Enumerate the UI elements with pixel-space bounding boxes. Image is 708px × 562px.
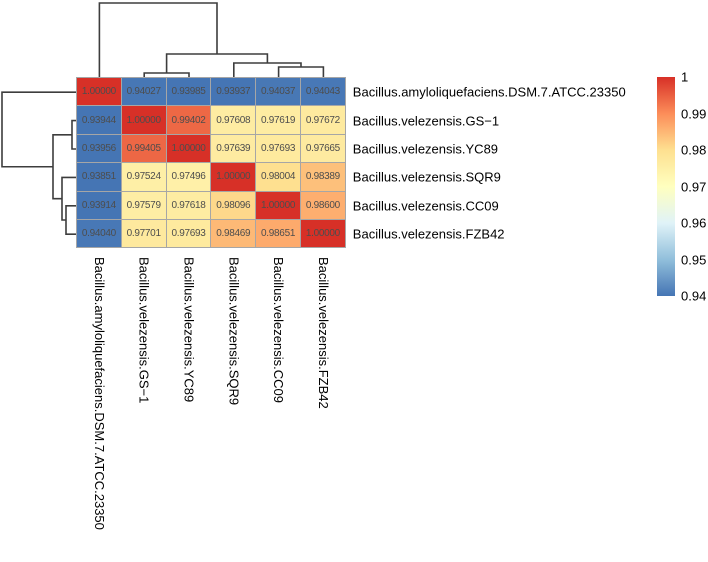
heatmap-cell: 0.94043 [300, 78, 345, 106]
col-label: Bacillus.velezensis.SQR9 [226, 257, 242, 406]
legend-tick-label: 0.96 [681, 215, 707, 231]
legend-tick-label: 0.94 [681, 288, 707, 304]
heatmap-cell: 1.00000 [121, 106, 166, 134]
heatmap-cell: 0.93944 [77, 106, 121, 134]
heatmap-cell: 0.98469 [211, 219, 256, 248]
heatmap-cell: 1.00000 [166, 134, 211, 163]
row-label: Bacillus.velezensis.YC89 [352, 141, 499, 157]
heatmap-cell: 0.97672 [300, 106, 345, 134]
dendrogram-branch [98, 2, 218, 78]
heatmap-cell: 0.93914 [77, 191, 121, 219]
heatmap-cell: 0.97524 [121, 163, 166, 191]
col-label: Bacillus.velezensis.CC09 [271, 257, 287, 404]
heatmap-cell: 0.98651 [256, 219, 300, 248]
heatmap-cell: 0.99405 [121, 134, 166, 163]
heatmap-cell: 1.00000 [300, 219, 345, 248]
heatmap-cell: 0.97496 [166, 163, 211, 191]
legend-tick-label: 0.99 [681, 106, 707, 121]
heatmap-cell: 0.97579 [121, 191, 166, 219]
legend-tick-label: 0.97 [681, 179, 707, 194]
row-label: Bacillus.amyloliquefaciens.DSM.7.ATCC.23… [352, 84, 626, 100]
heatmap-cell: 0.97665 [300, 134, 345, 163]
row-label: Bacillus.velezensis.FZB42 [352, 226, 505, 242]
dendrogram-branch [233, 62, 302, 78]
heatmap-cell: 0.97618 [166, 191, 211, 219]
row-label: Bacillus.velezensis.SQR9 [352, 169, 501, 185]
col-label: Bacillus.velezensis.GS−1 [136, 257, 152, 404]
heatmap-cell: 0.98600 [300, 191, 345, 219]
row-label: Bacillus.velezensis.GS−1 [352, 113, 500, 129]
heatmap-cell: 0.98004 [256, 163, 300, 191]
column-dendrogram [98, 2, 325, 78]
heatmap-cell: 0.93985 [166, 78, 211, 106]
heatmap-cell: 0.94037 [256, 78, 300, 106]
heatmap-cell: 0.97693 [166, 219, 211, 248]
heatmap-cell: 0.98389 [300, 163, 345, 191]
heatmap-cell: 0.97608 [211, 106, 256, 134]
heatmap-cell: 0.98096 [211, 191, 256, 219]
heatmap-cell: 0.93937 [211, 78, 256, 106]
heatmap-cell: 1.00000 [256, 191, 300, 219]
heatmap-cell: 0.94040 [77, 219, 121, 248]
legend-gradient-bar [657, 77, 675, 296]
row-dendrogram [1, 91, 77, 235]
dendrogram-branch [1, 91, 77, 168]
col-label: Bacillus.velezensis.FZB42 [315, 257, 331, 410]
legend-tick-label: 0.98 [681, 142, 707, 158]
col-label: Bacillus.velezensis.YC89 [181, 257, 197, 403]
heatmap-cell: 0.93956 [77, 134, 121, 163]
heatmap-cell: 0.97693 [256, 134, 300, 163]
heatmap-cell: 0.97619 [256, 106, 300, 134]
heatmap-cell: 0.97701 [121, 219, 166, 248]
legend-tick-label: 1 [681, 69, 689, 85]
dendrogram-branch [61, 176, 77, 221]
heatmap-cell: 1.00000 [77, 78, 121, 106]
heatmap-cell: 0.94027 [121, 78, 166, 106]
heatmap-cell: 1.00000 [211, 163, 256, 191]
col-label: Bacillus.amyloliquefaciens.DSM.7.ATCC.23… [91, 257, 107, 531]
heatmap-cell: 0.99402 [166, 106, 211, 134]
legend-tick-label: 0.95 [681, 252, 707, 267]
heatmap-cell: 0.97639 [211, 134, 256, 163]
row-label: Bacillus.velezensis.CC09 [352, 198, 499, 214]
heatmap-cell: 0.93851 [77, 163, 121, 191]
